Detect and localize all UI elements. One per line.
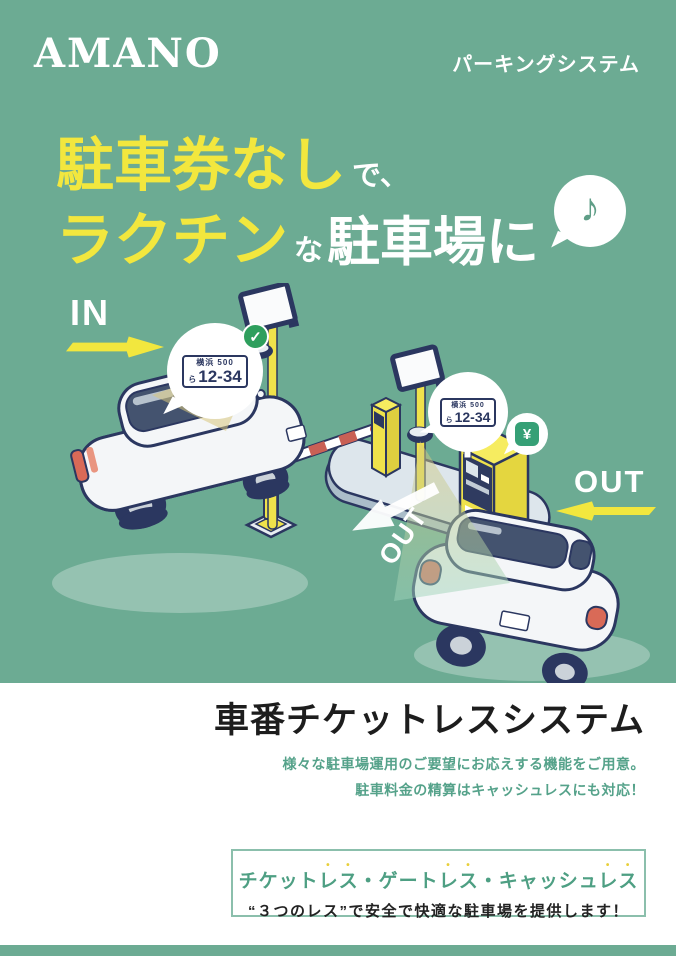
subtitle-line2: 駐車料金の精算はキャッシュレスにも対応！	[355, 781, 645, 798]
headline-line1-suffix: で、	[352, 160, 409, 192]
feature-description: “３つのレス”で安全で快適な駐車場を提供します！	[247, 902, 629, 920]
title-block: 車番チケットレスシステム	[214, 692, 645, 743]
plate-kana: ら	[445, 416, 453, 424]
plate-number-row: ら 12-34	[446, 410, 491, 424]
music-bubble: ♪	[551, 175, 626, 254]
headline: 駐車券なし で、 ラクチン な 駐車場に	[56, 133, 540, 274]
footer-bar	[0, 945, 676, 956]
plate-number: 12-34	[198, 366, 242, 386]
exit-plate-bubble: 横浜 500 ら 12-34	[419, 372, 508, 452]
feature-box: チケットレス・ゲートレス・キャッシュレス “３つのレス”で安全で快適な駐車場を提…	[231, 849, 646, 920]
plate-region: 横浜 500	[451, 401, 485, 409]
exit-sensor-icon	[407, 426, 433, 443]
feature-seg-emphasized: レス	[318, 871, 359, 892]
product-name: パーキングシステム	[452, 54, 640, 76]
hero-section: AMANO パーキングシステム 駐車券なし で、 ラクチン な 駐車場に	[0, 0, 676, 683]
yen-icon: ¥	[515, 422, 539, 446]
license-plate: 横浜 500 ら 12-34	[439, 397, 497, 427]
feature-seg: ・キャッシュ	[478, 871, 599, 892]
bubble-tail	[551, 230, 572, 254]
subtitle: 様々な駐車場運用のご要望にお応えする機能をご用意。 駐車料金の精算はキャッシュレ…	[283, 752, 646, 804]
car-left-shadow	[52, 553, 308, 613]
subtitle-line1: 様々な駐車場運用のご要望にお応えする機能をご用意。	[282, 756, 645, 772]
feature-seg: チケット	[238, 871, 319, 892]
in-label: IN	[70, 292, 110, 333]
page-title: 車番チケットレスシステム	[214, 701, 645, 740]
check-icon: ✓	[242, 323, 269, 350]
exit-camera-pole	[390, 344, 447, 502]
gate-cabinet	[369, 396, 403, 478]
feature-seg-emphasized: レス	[438, 871, 479, 892]
payment-bubble: ¥	[503, 413, 548, 459]
headline-line2: ラクチン な 駐車場に	[56, 207, 540, 274]
plate-number: 12-34	[454, 408, 491, 425]
exit-camera-beam	[394, 441, 510, 601]
headline-line1-emphasis: 駐車券なし	[56, 133, 347, 198]
brand-logo: AMANO	[34, 30, 222, 77]
feature-keywords: チケットレス・ゲートレス・キャッシュレス	[233, 860, 644, 897]
plate-kana: ら	[188, 374, 197, 384]
entry-camera-icon	[238, 283, 300, 334]
license-plate: 横浜 500 ら 12-34	[182, 354, 248, 388]
headline-line1: 駐車券なし で、	[56, 133, 539, 199]
entry-plate-bubble: 横浜 500 ら 12-34 ✓	[163, 323, 269, 422]
headline-line2-emphasis: ラクチン	[56, 207, 289, 273]
out-label: OUT	[574, 464, 646, 499]
exit-camera-icon	[390, 344, 447, 392]
feature-seg-emphasized: レス	[598, 871, 639, 892]
feature-seg: ・ゲート	[358, 871, 439, 892]
headline-line2-particle: な	[294, 234, 324, 267]
headline-line2-suffix: 駐車場に	[327, 212, 540, 272]
music-note-icon: ♪	[580, 185, 600, 230]
plate-region: 横浜 500	[196, 357, 234, 367]
plate-number-row: ら 12-34	[188, 368, 241, 385]
